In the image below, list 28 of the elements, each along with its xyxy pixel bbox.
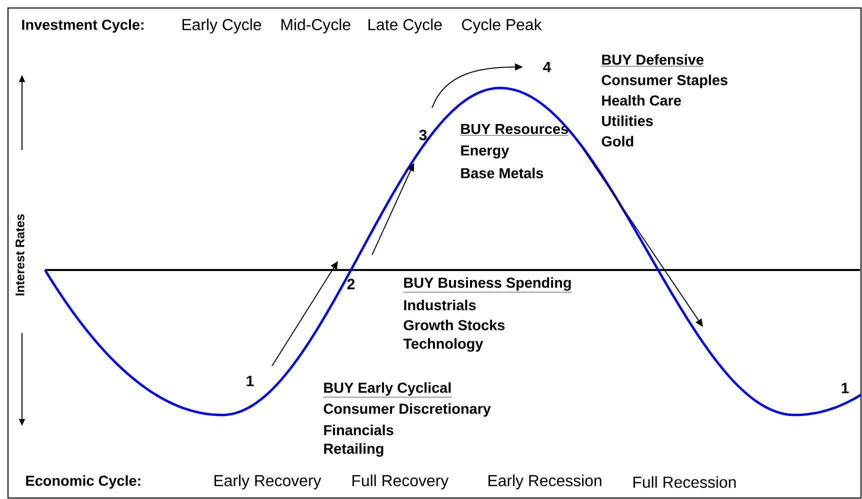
axis-title: Interest Rates <box>16 214 24 296</box>
sector-item: Consumer Discretionary <box>324 403 491 417</box>
phase-label: Mid-Cycle <box>282 18 350 34</box>
step-number: 1 <box>842 382 849 394</box>
sector-heading: BUY Early Cyclical <box>323 382 452 398</box>
sector-item: Industrials <box>404 300 476 310</box>
phase-label: Full Recession <box>634 476 736 488</box>
step-number: 4 <box>543 62 552 72</box>
axis-title: Investment Cycle: <box>22 19 144 33</box>
sector-item: Retailing <box>324 443 384 457</box>
phase-label: Cycle Peak <box>462 18 542 34</box>
phase-label: Early Cycle <box>182 18 262 34</box>
phase-label: Early Recession <box>488 474 602 490</box>
phase-label: Early Recovery <box>214 474 322 490</box>
step-number: 3 <box>419 130 427 140</box>
sector-item: Financials <box>324 424 394 436</box>
sector-item: Base Metals <box>461 168 544 178</box>
axis-title: Economic Cycle: <box>26 475 140 489</box>
phase-label: Late Cycle <box>368 18 442 34</box>
step-number: 1 <box>246 376 254 386</box>
sector-heading: BUY Business Spending <box>403 277 572 292</box>
sector-heading: BUY Resources <box>460 124 569 136</box>
sector-item: Growth Stocks <box>404 320 505 330</box>
sector-item: Technology <box>403 338 484 352</box>
sector-item: Energy <box>461 146 510 158</box>
phase-label: Full Recovery <box>352 474 449 490</box>
sector-list: BUY Defensive Consumer Staples Health Care Utilities Gold <box>601 54 728 146</box>
step-number: 2 <box>347 278 355 290</box>
